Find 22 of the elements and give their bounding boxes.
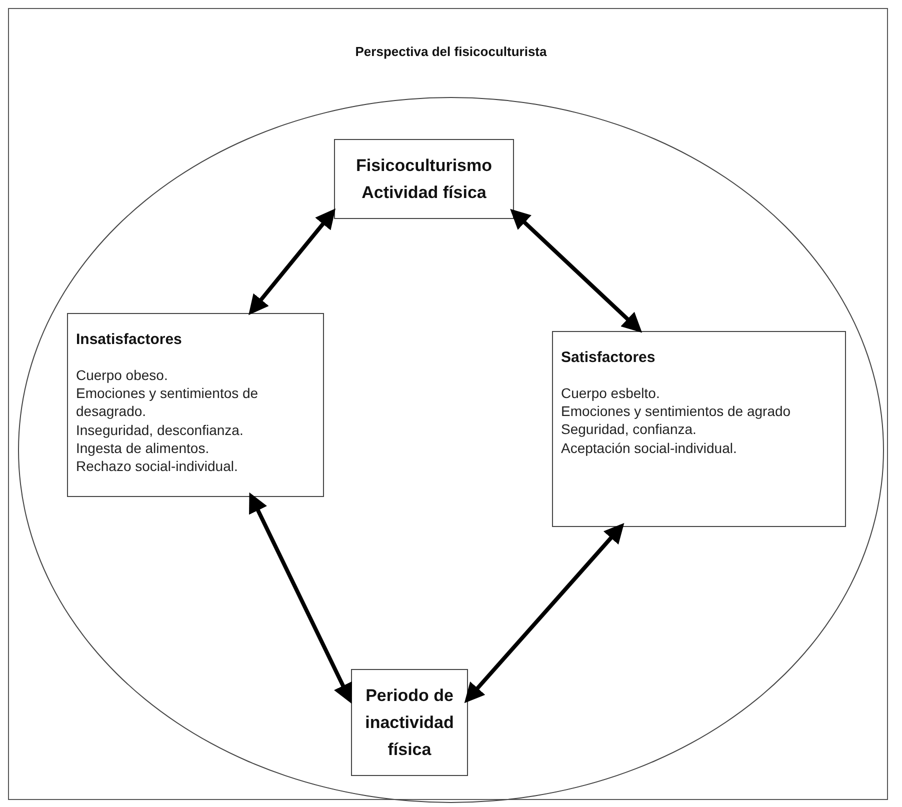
list-item: Aceptación social-individual. (561, 438, 738, 457)
diagram-title: Perspectiva del fisicoculturista (354, 44, 548, 59)
list-item: Cuerpo obeso. (76, 366, 169, 384)
list-item: Emociones y sentimientos de desagrado. (76, 384, 260, 421)
list-item: Inseguridad, desconfianza. (76, 420, 244, 439)
double-arrow (464, 523, 624, 704)
double-arrow (248, 208, 336, 316)
double-arrow (510, 208, 642, 333)
box-heading: Periodo de inactividad física (364, 684, 455, 762)
text-box (351, 669, 468, 776)
text-box (67, 313, 324, 497)
list-item: Ingesta de alimentos. (76, 438, 210, 457)
box-heading: Satisfactores (561, 348, 656, 368)
list-item: Seguridad, confianza. (561, 420, 698, 439)
box-heading: Fisicoculturismo Actividad física (354, 154, 494, 204)
list-item: Rechazo social-individual. (76, 456, 239, 476)
text-box (552, 331, 846, 527)
text-box (334, 139, 514, 219)
list-item: Emociones y sentimientos de agrado (561, 402, 792, 420)
box-heading: Insatisfactores (76, 330, 183, 350)
list-item: Cuerpo esbelto. (561, 384, 661, 402)
double-arrow (249, 492, 352, 704)
